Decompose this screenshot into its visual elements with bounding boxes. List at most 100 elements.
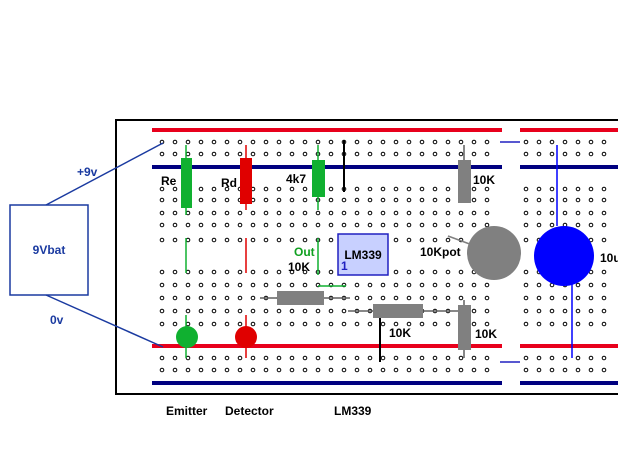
breadboard-hole — [484, 355, 490, 361]
breadboard-hole — [588, 308, 594, 314]
breadboard-hole — [224, 321, 230, 327]
breadboard-hole — [159, 308, 165, 314]
breadboard-hole — [380, 282, 386, 288]
breadboard-hole — [237, 222, 243, 228]
breadboard-hole — [328, 367, 334, 373]
breadboard-hole — [302, 282, 308, 288]
breadboard-hole — [575, 282, 581, 288]
breadboard-hole — [432, 222, 438, 228]
breadboard-hole — [159, 210, 165, 216]
breadboard-hole — [367, 139, 373, 145]
breadboard-hole — [237, 269, 243, 275]
breadboard-hole — [601, 282, 607, 288]
breadboard-hole — [263, 210, 269, 216]
breadboard-hole — [367, 222, 373, 228]
breadboard-hole — [159, 197, 165, 203]
breadboard-hole — [315, 308, 321, 314]
breadboard-hole — [276, 282, 282, 288]
breadboard-hole — [250, 355, 256, 361]
breadboard-hole — [237, 139, 243, 145]
breadboard-hole — [419, 269, 425, 275]
breadboard-hole — [471, 308, 477, 314]
bottom-blue-rail-right — [520, 381, 618, 385]
breadboard-hole — [224, 197, 230, 203]
breadboard-hole — [367, 151, 373, 157]
breadboard-hole — [367, 197, 373, 203]
breadboard-hole — [588, 355, 594, 361]
breadboard-hole — [393, 355, 399, 361]
breadboard-hole — [588, 282, 594, 288]
breadboard-hole — [549, 355, 555, 361]
breadboard-hole — [484, 295, 490, 301]
rail-break-bottom — [502, 340, 520, 388]
breadboard-hole — [419, 151, 425, 157]
breadboard-hole — [406, 282, 412, 288]
breadboard-hole — [588, 139, 594, 145]
breadboard-hole — [471, 282, 477, 288]
breadboard-hole — [172, 197, 178, 203]
breadboard-hole — [419, 139, 425, 145]
breadboard-hole — [159, 367, 165, 373]
breadboard-hole — [250, 269, 256, 275]
breadboard-hole — [601, 355, 607, 361]
breadboard-hole — [211, 321, 217, 327]
breadboard-hole — [380, 210, 386, 216]
breadboard-hole — [536, 308, 542, 314]
breadboard-hole — [393, 186, 399, 192]
breadboard-hole — [172, 269, 178, 275]
breadboard-hole — [484, 222, 490, 228]
breadboard-hole — [263, 367, 269, 373]
power-rails — [152, 128, 618, 385]
breadboard-hole — [159, 269, 165, 275]
breadboard-hole — [575, 321, 581, 327]
breadboard-hole — [328, 210, 334, 216]
breadboard-hole — [263, 222, 269, 228]
breadboard-hole — [237, 367, 243, 373]
breadboard-hole — [419, 355, 425, 361]
breadboard-hole — [471, 321, 477, 327]
breadboard-hole — [315, 367, 321, 373]
breadboard-hole — [484, 367, 490, 373]
breadboard-hole — [536, 282, 542, 288]
breadboard-hole — [159, 237, 165, 243]
breadboard-hole — [237, 282, 243, 288]
breadboard-hole — [289, 321, 295, 327]
breadboard-hole — [172, 367, 178, 373]
breadboard-hole — [172, 355, 178, 361]
breadboard-hole — [237, 210, 243, 216]
breadboard-hole — [601, 308, 607, 314]
breadboard-hole — [523, 282, 529, 288]
breadboard-hole — [484, 139, 490, 145]
breadboard-hole — [406, 237, 412, 243]
breadboard-hole — [601, 197, 607, 203]
breadboard-hole — [380, 321, 386, 327]
breadboard-hole — [419, 367, 425, 373]
breadboard-hole — [406, 355, 412, 361]
breadboard-hole — [185, 282, 191, 288]
breadboard-hole — [172, 222, 178, 228]
breadboard-hole — [393, 321, 399, 327]
breadboard-hole — [172, 308, 178, 314]
breadboard-hole — [575, 295, 581, 301]
breadboard-hole — [380, 151, 386, 157]
breadboard-hole — [406, 295, 412, 301]
breadboard-hole — [458, 355, 464, 361]
breadboard-hole — [549, 151, 555, 157]
breadboard-hole — [224, 139, 230, 145]
r4k7-label: 4k7 — [286, 172, 306, 186]
breadboard-hole — [419, 186, 425, 192]
breadboard-hole — [432, 295, 438, 301]
breadboard-hole — [588, 151, 594, 157]
breadboard-hole — [250, 282, 256, 288]
breadboard-hole — [224, 269, 230, 275]
breadboard-hole — [445, 269, 451, 275]
breadboard-hole — [172, 210, 178, 216]
pot-label: 10Kpot — [420, 245, 461, 259]
breadboard-hole — [289, 151, 295, 157]
breadboard-hole — [159, 355, 165, 361]
breadboard-hole — [224, 282, 230, 288]
breadboard-hole — [406, 269, 412, 275]
breadboard-hole — [575, 139, 581, 145]
pin1-label: 1 — [341, 259, 348, 273]
